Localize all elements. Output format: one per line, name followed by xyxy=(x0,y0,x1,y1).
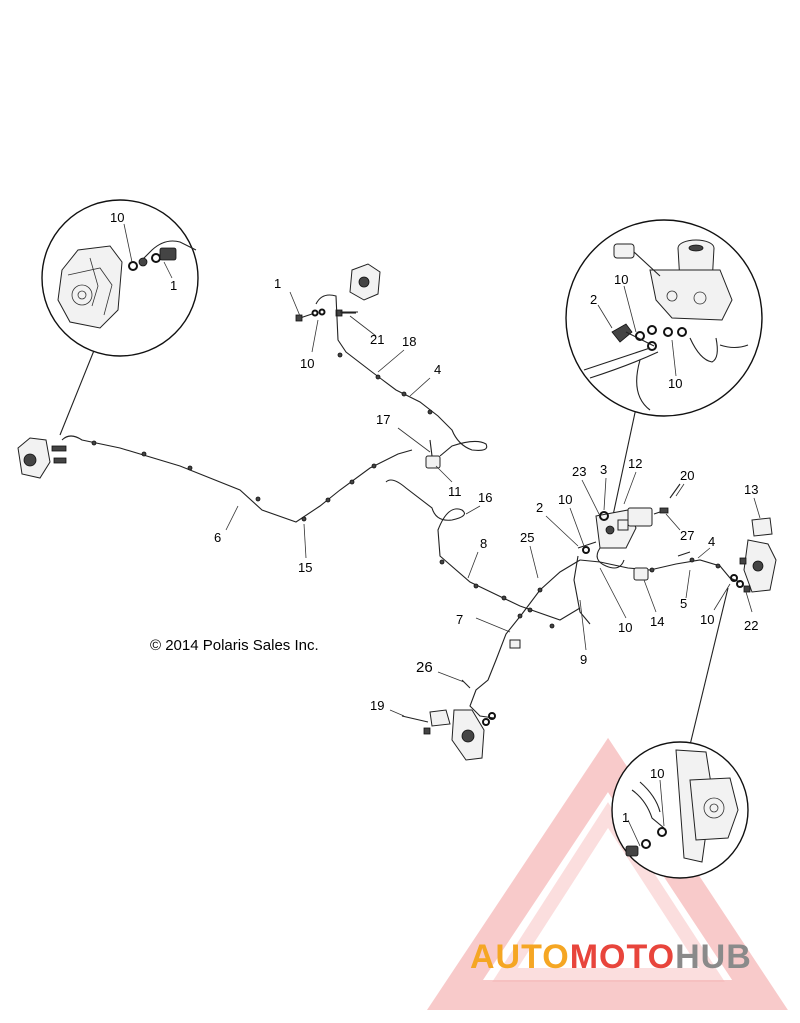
label-6: 6 xyxy=(214,530,221,545)
part-labels: 1 21 18 4 10 17 11 16 6 15 8 7 25 2 10 2… xyxy=(110,210,758,825)
brake-line-4-top xyxy=(315,294,488,457)
watermark-hub: HUB xyxy=(675,938,752,976)
label-4-right: 4 xyxy=(708,534,715,549)
bolt-1-top xyxy=(295,308,326,322)
brake-line-9 xyxy=(573,555,591,625)
label-c2-10b: 10 xyxy=(668,376,682,391)
line-right-clips xyxy=(649,557,721,573)
label-c2-2: 2 xyxy=(590,292,597,307)
label-23: 23 xyxy=(572,464,586,479)
line-7-clips xyxy=(517,587,555,629)
label-c1-1: 1 xyxy=(170,278,177,293)
label-c1-10: 10 xyxy=(110,210,124,225)
caliper-front-right xyxy=(335,263,381,317)
clip-7 xyxy=(509,639,521,649)
label-22: 22 xyxy=(744,618,758,633)
label-c2-10a: 10 xyxy=(614,272,628,287)
label-11: 11 xyxy=(448,484,462,499)
label-16: 16 xyxy=(478,490,492,505)
label-10-right: 10 xyxy=(700,612,714,627)
brake-line-6 xyxy=(61,435,413,523)
label-19: 19 xyxy=(370,698,384,713)
label-15: 15 xyxy=(298,560,312,575)
label-10-mid: 10 xyxy=(558,492,572,507)
label-13: 13 xyxy=(744,482,758,497)
label-10-top: 10 xyxy=(300,356,314,371)
label-5: 5 xyxy=(680,596,687,611)
label-8: 8 xyxy=(480,536,487,551)
bracket-14 xyxy=(633,567,649,581)
bolt-27 xyxy=(677,551,691,557)
caliper-rear-left xyxy=(401,679,496,761)
label-9: 9 xyxy=(580,652,587,667)
label-1-top: 1 xyxy=(274,276,281,291)
caliper-rear-right xyxy=(730,517,777,593)
brake-line-14 xyxy=(579,559,741,583)
label-26: 26 xyxy=(416,659,433,676)
watermark-logo xyxy=(427,737,788,1010)
watermark-moto: MOTO xyxy=(570,938,675,976)
label-12: 12 xyxy=(628,456,642,471)
label-25: 25 xyxy=(520,530,534,545)
detail-circle-master-cylinder xyxy=(565,219,763,521)
label-10-low: 10 xyxy=(618,620,632,635)
label-7: 7 xyxy=(456,612,463,627)
label-3: 3 xyxy=(600,462,607,477)
copyright-text: © 2014 Polaris Sales Inc. xyxy=(150,637,319,654)
detail-circle-front-left xyxy=(41,199,199,436)
master-cylinder-assembly xyxy=(577,483,681,569)
watermark-auto: AUTO xyxy=(470,938,570,976)
label-27: 27 xyxy=(680,528,694,543)
label-17: 17 xyxy=(376,412,390,427)
label-2: 2 xyxy=(536,500,543,515)
label-20: 20 xyxy=(680,468,694,483)
brake-line-8 xyxy=(385,479,581,621)
watermark-text: AUTOMOTOHUB xyxy=(470,938,752,976)
label-21: 21 xyxy=(370,332,384,347)
detail-circle-rear-right xyxy=(611,587,749,879)
leader-lines xyxy=(123,223,761,847)
label-4-top: 4 xyxy=(434,362,441,377)
clamp-11 xyxy=(425,439,441,469)
caliper-front-left xyxy=(17,437,67,479)
label-18: 18 xyxy=(402,334,416,349)
line-8-clips xyxy=(439,559,533,613)
label-c3-10: 10 xyxy=(650,766,664,781)
label-14: 14 xyxy=(650,614,664,629)
label-c3-1: 1 xyxy=(622,810,629,825)
brake-line-7 xyxy=(469,559,581,719)
line-4-clips xyxy=(337,352,433,415)
line-6-clips xyxy=(91,440,377,522)
